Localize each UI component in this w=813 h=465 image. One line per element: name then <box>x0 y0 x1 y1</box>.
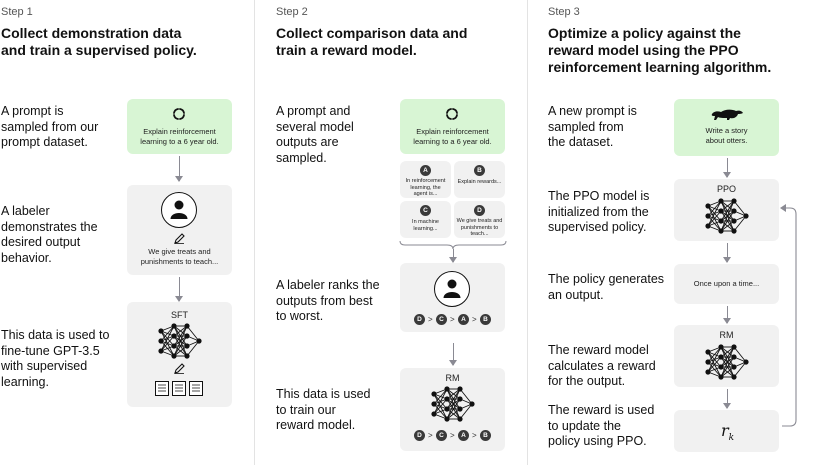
output-letter-c: C <box>420 205 431 216</box>
person-icon <box>443 279 461 298</box>
step3-rm-box: RM <box>674 325 779 387</box>
output-letter-a: A <box>420 165 431 176</box>
step3-ppo-box: PPO <box>674 179 779 241</box>
rank-separator: > <box>450 431 455 440</box>
document-icon <box>155 381 203 396</box>
rank-separator: > <box>428 315 433 324</box>
pencil-icon <box>174 233 185 244</box>
step2-rm-box: RM D > C > A > B <box>400 368 505 451</box>
output-letter-b: B <box>474 165 485 176</box>
flow-arrow <box>449 343 457 366</box>
step1-title: Collect demonstration data and train a s… <box>1 25 197 58</box>
loop-arrows-icon <box>173 108 185 120</box>
step1-sft-box: SFT <box>127 302 232 407</box>
neural-net-icon <box>431 386 475 422</box>
step1-label: Step 1 <box>1 6 33 18</box>
rank-chip: A <box>458 430 469 441</box>
rank-chip: B <box>480 314 491 325</box>
rm-label: RM <box>445 373 460 383</box>
person-icon <box>170 200 188 219</box>
otter-icon <box>711 109 743 120</box>
rank-chip: C <box>436 314 447 325</box>
labeler-avatar <box>161 192 197 228</box>
step2-rank-box: D > C > A > B <box>400 263 505 332</box>
flow-arrow <box>175 277 183 302</box>
pencil-icon <box>174 363 185 374</box>
column-divider <box>254 0 255 465</box>
neural-net-icon <box>705 344 749 380</box>
rank-separator: > <box>450 315 455 324</box>
rank-chip: C <box>436 430 447 441</box>
feedback-loop-arrow <box>780 204 797 427</box>
neural-net-icon <box>705 198 749 234</box>
rank-separator: > <box>472 431 477 440</box>
column-divider <box>527 0 528 465</box>
rank-chip: B <box>480 430 491 441</box>
output-card-b: B Explain rewards... <box>454 161 505 198</box>
flow-arrow <box>449 249 457 263</box>
rank-chip: D <box>414 430 425 441</box>
rank-chip: D <box>414 314 425 325</box>
step3-output-box: Once upon a time... <box>674 264 779 304</box>
flow-arrow <box>723 389 731 409</box>
rank-separator: > <box>428 431 433 440</box>
rm-label: RM <box>719 330 734 340</box>
step3-label: Step 3 <box>548 6 580 18</box>
rank-separator: > <box>472 315 477 324</box>
step3-reward-box: rk <box>674 410 779 452</box>
sft-label: SFT <box>171 310 188 320</box>
rank-chip: A <box>458 314 469 325</box>
step3-output-text: Once upon a time... <box>693 279 760 288</box>
loop-arrows-icon <box>446 108 458 120</box>
ppo-label: PPO <box>716 184 736 194</box>
step2-label: Step 2 <box>276 6 308 18</box>
labeler-avatar <box>434 271 470 307</box>
flow-arrow <box>175 156 183 182</box>
flow-arrow <box>723 306 731 324</box>
output-text-b: Explain rewards... <box>457 179 502 185</box>
flow-arrow <box>723 158 731 178</box>
output-letter-d: D <box>474 205 485 216</box>
flow-arrow <box>723 243 731 263</box>
neural-net-icon <box>158 323 202 359</box>
reward-symbol: rk <box>721 421 735 444</box>
